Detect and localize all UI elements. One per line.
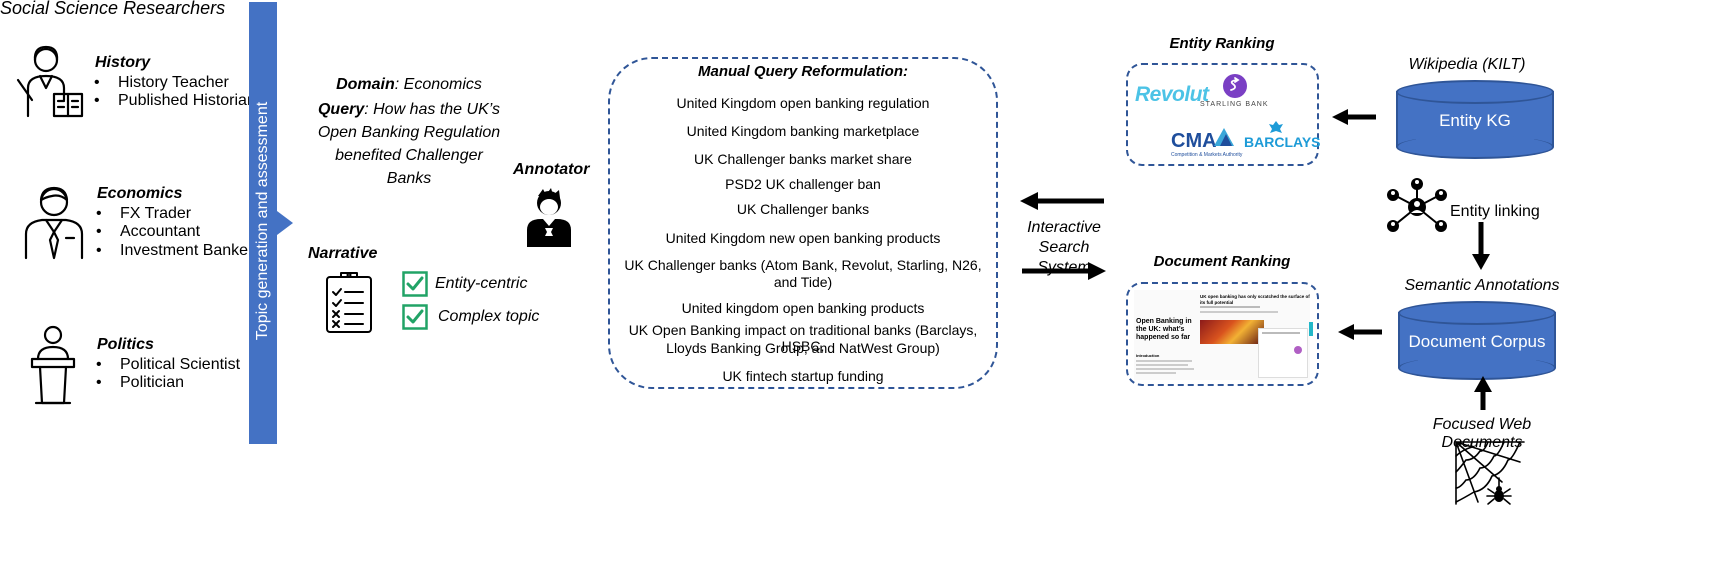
member-investment-banker: Investment Banker — [96, 242, 253, 260]
page-title: Social Science Researchers — [0, 0, 226, 18]
entity-ranking-title: Entity Ranking — [1169, 35, 1275, 52]
query-item: United Kingdom banking marketplace — [686, 123, 920, 139]
arrow-down-icon — [1472, 222, 1490, 270]
check-entity-centric: Entity-centric — [435, 275, 528, 292]
entity-ranking-box — [1126, 63, 1319, 166]
group-name-economics: Economics — [97, 185, 183, 202]
annotator-label: Annotator — [513, 161, 590, 178]
member-politician: Politician — [96, 374, 184, 392]
query-item: PSD2 UK challenger ban — [725, 176, 881, 192]
member-political-scientist: Political Scientist — [96, 356, 240, 374]
businessman-icon — [24, 186, 84, 260]
checkbox-checked-icon — [402, 304, 428, 330]
bar-arrow-icon — [277, 211, 293, 235]
network-people-icon — [1387, 178, 1447, 232]
document-ranking-title: Document Ranking — [1153, 253, 1291, 270]
topic-domain: Domain: Economics — [336, 76, 482, 93]
query-item: United Kingdom new open banking products — [665, 230, 941, 246]
spider-web-icon — [1455, 441, 1525, 505]
document-screenshot: UK open banking has only scratched the s… — [1134, 290, 1310, 380]
arrow-up-icon — [1474, 376, 1492, 410]
kg-source-label: Wikipedia (KILT) — [1408, 56, 1526, 73]
check-complex-topic: Complex topic — [438, 308, 540, 325]
member-published-historian: Published Historian — [94, 92, 256, 110]
teacher-icon — [16, 45, 84, 118]
starling-logo-icon — [1223, 74, 1247, 98]
group-name-politics: Politics — [97, 336, 154, 353]
podium-speaker-icon — [30, 325, 76, 405]
query-item: UK Challenger banks (Atom Bank, Revolut,… — [624, 257, 982, 273]
checkbox-checked-icon — [402, 271, 428, 297]
revolut-logo: Revolut — [1135, 83, 1209, 106]
member-fx-trader: FX Trader — [96, 205, 191, 223]
query-item: UK fintech startup funding — [722, 368, 884, 384]
arrow-left-icon — [1332, 109, 1376, 125]
topic-generation-label: Topic generation and assessment — [254, 101, 271, 341]
topic-query: Query: How has the UK’s Open Banking Reg… — [317, 101, 501, 187]
barclays-eagle-icon — [1269, 121, 1283, 133]
arrow-left-icon — [1020, 192, 1104, 210]
narrative-label: Narrative — [308, 245, 378, 262]
query-item: United Kingdom open banking regulation — [676, 95, 930, 111]
doc-section: Introduction — [1136, 353, 1160, 358]
topic-generation-bar — [249, 2, 277, 444]
arrow-right-icon — [1022, 262, 1106, 280]
barclays-logo: BARCLAYS — [1244, 134, 1321, 150]
person-annotator-icon — [527, 188, 571, 247]
query-item: Lloyds Banking Group, and NatWest Group) — [666, 340, 940, 356]
cma-logo: CMA — [1171, 130, 1217, 152]
entity-kg-label: Entity KG — [1439, 111, 1511, 130]
document-ranking-box — [1126, 282, 1319, 386]
query-item: UK Challenger banks — [736, 201, 870, 217]
starling-logo-text: STARLING BANK — [1200, 101, 1269, 108]
query-item: UK Challenger banks market share — [694, 151, 912, 167]
doc-side-title: UK open banking has only scratched the s… — [1200, 294, 1310, 305]
semantic-annotations-label: Semantic Annotations — [1404, 277, 1560, 294]
reformulation-box — [608, 57, 998, 389]
member-history-teacher: History Teacher — [94, 74, 229, 92]
reformulation-title: Manual Query Reformulation: — [697, 63, 909, 80]
query-item: United kingdom open banking products — [681, 300, 925, 316]
document-corpus-label: Document Corpus — [1408, 332, 1546, 351]
cma-logo-subtitle: Competition & Markets Authority — [1171, 152, 1243, 158]
clipboard-checklist-icon — [326, 272, 372, 333]
cma-crown-icon — [1214, 128, 1234, 146]
member-accountant: Accountant — [96, 223, 200, 241]
doc-headline: Open Banking in the UK: what’s happened … — [1136, 318, 1192, 341]
arrow-left-icon — [1338, 324, 1382, 340]
entity-linking-label: Entity linking — [1450, 203, 1540, 220]
query-item: and Tide) — [773, 274, 833, 290]
group-name-history: History — [95, 54, 151, 71]
query-item: UK Open Banking impact on traditional ba… — [628, 322, 978, 354]
